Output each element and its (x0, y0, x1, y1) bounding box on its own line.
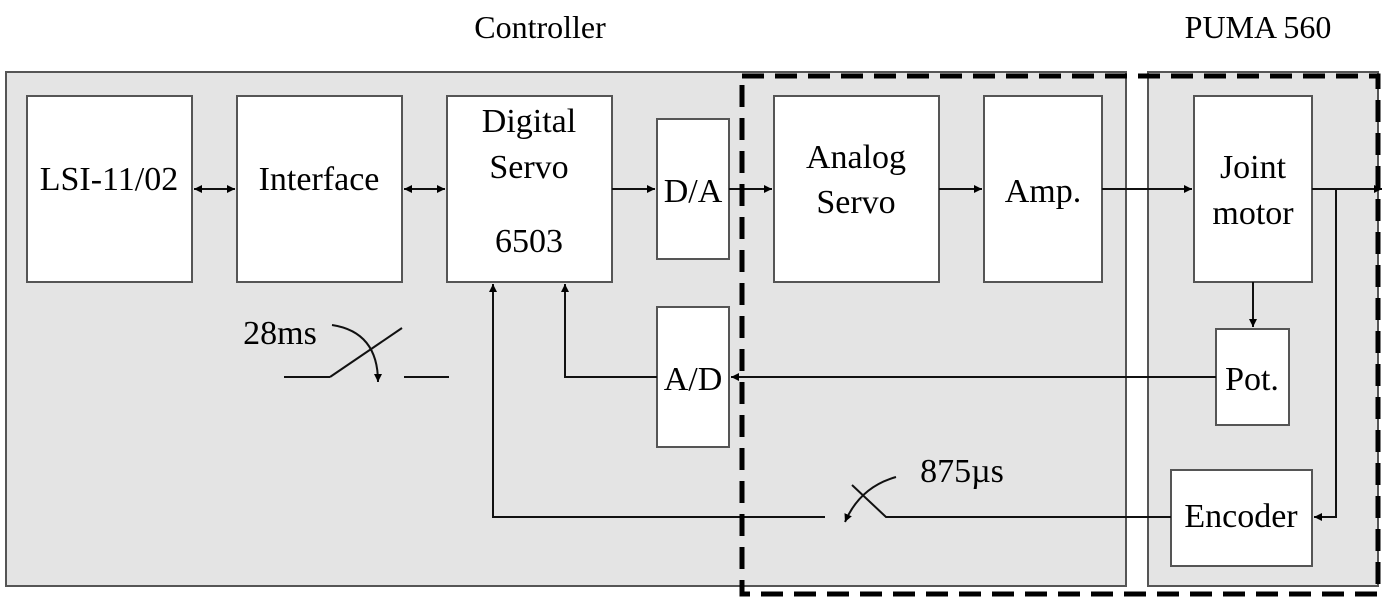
encoder-to-digital-arrow (489, 284, 825, 518)
digital-servo-block: Digital Servo 6503 (446, 95, 613, 283)
joint-motor-label-1: Joint (1220, 149, 1287, 186)
analog-servo-label-2: Servo (816, 184, 895, 221)
fast-switch-label: 875µs (920, 453, 1004, 490)
amp-block: Amp. (983, 95, 1103, 283)
encoder-block: Encoder (1170, 469, 1313, 567)
da-label: D/A (664, 173, 723, 210)
joint-motor-block: Joint motor (1193, 95, 1313, 283)
amp-label: Amp. (1005, 173, 1082, 210)
analog-servo-label-1: Analog (806, 139, 906, 176)
slow-switch-arrow (331, 324, 382, 383)
puma-title: PUMA 560 (1185, 9, 1332, 45)
interface-label: Interface (259, 161, 380, 198)
digital-servo-label-2: Servo (489, 149, 568, 186)
lsi-block: LSI-11/02 (26, 95, 193, 283)
ad-label: A/D (664, 361, 723, 398)
digital-servo-label-1: Digital (482, 103, 576, 140)
dashed-boundary (739, 73, 1381, 597)
encoder-label: Encoder (1184, 498, 1298, 535)
slow-switch-label: 28ms (243, 315, 317, 352)
analog-servo-block: Analog Servo (773, 95, 940, 283)
motor-to-encoder-arrow (1314, 189, 1337, 521)
ad-to-digital-arrow (561, 284, 657, 378)
ad-block: A/D (656, 306, 730, 448)
fast-switch-arrow (844, 476, 897, 523)
slow-switch-blade (329, 327, 403, 378)
da-block: D/A (656, 118, 730, 260)
lsi-label: LSI-11/02 (40, 161, 179, 198)
joint-motor-label-2: motor (1212, 195, 1294, 232)
pot-label: Pot. (1225, 361, 1279, 398)
pot-block: Pot. (1215, 328, 1290, 426)
controller-title: Controller (474, 9, 606, 45)
interface-block: Interface (236, 95, 403, 283)
digital-servo-label-3: 6503 (495, 223, 563, 260)
